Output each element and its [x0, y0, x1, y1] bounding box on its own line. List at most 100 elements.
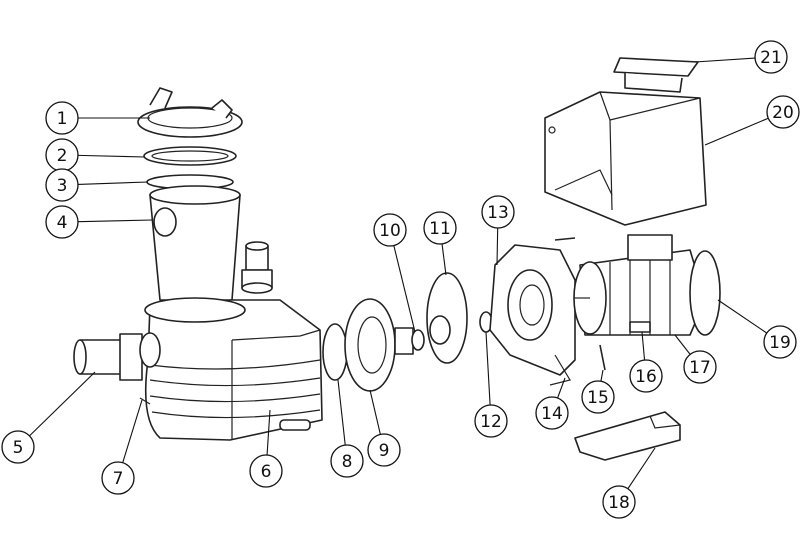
part-cover-plate: [613, 57, 699, 93]
callout-circle: [330, 444, 364, 478]
callout-circle: [101, 461, 135, 495]
callout-9: 9: [367, 433, 401, 467]
leader-line-21: [694, 57, 756, 63]
part-impeller: [426, 272, 468, 364]
leader-line-16: [641, 331, 646, 361]
callout-1: 1: [45, 101, 79, 135]
callout-circle: [629, 359, 663, 393]
leader-line-8: [337, 379, 346, 446]
callout-circle: [474, 404, 508, 438]
callout-circle: [367, 433, 401, 467]
callout-circle: [1, 430, 35, 464]
leader-line-10: [393, 245, 416, 333]
part-motor: [573, 234, 706, 336]
callout-10: 10: [373, 213, 407, 247]
part-drain-screw: [139, 397, 151, 405]
callout-18: 18: [602, 485, 636, 519]
callout-13: 13: [481, 195, 515, 229]
callout-number: 6: [261, 462, 272, 482]
callout-number: 9: [379, 441, 390, 461]
callout-21: 21: [754, 40, 788, 74]
leader-line-7: [122, 399, 143, 463]
part-union-fitting: [73, 332, 161, 381]
callout-17: 17: [683, 350, 717, 384]
callout-circle: [423, 211, 457, 245]
leader-line-17: [674, 334, 691, 355]
callout-circle: [45, 168, 79, 202]
part-diffuser: [322, 298, 414, 392]
callout-number: 7: [113, 469, 124, 489]
leader-line-4: [77, 219, 153, 223]
part-pump-housing: [144, 297, 323, 441]
callout-number: 19: [769, 333, 791, 353]
part-strainer-basket: [149, 185, 241, 301]
callout-circle: [763, 325, 797, 359]
callout-3: 3: [45, 168, 79, 202]
leader-line-15: [600, 369, 604, 382]
callout-number: 15: [587, 388, 609, 408]
callout-circle: [602, 485, 636, 519]
callout-number: 17: [689, 358, 711, 378]
part-seal-plate: [489, 244, 576, 386]
leader-line-9: [369, 389, 381, 435]
callout-number: 11: [429, 219, 451, 239]
callout-number: 18: [608, 493, 630, 513]
callout-5: 5: [1, 430, 35, 464]
callout-number: 8: [342, 452, 353, 472]
part-drain-plug-top: [241, 241, 273, 294]
callout-2: 2: [45, 138, 79, 172]
part-mechanical-seal: [411, 329, 425, 351]
part-o-ring-large: [143, 146, 237, 166]
part-bolt: [599, 344, 606, 371]
callout-circle: [45, 205, 79, 239]
leader-line-5: [29, 371, 96, 437]
leader-line-18: [627, 447, 656, 489]
leader-line-13: [496, 227, 499, 266]
callout-14: 14: [535, 396, 569, 430]
callout-number: 10: [379, 221, 401, 241]
callout-16: 16: [629, 359, 663, 393]
callout-circle: [481, 195, 515, 229]
callout-number: 2: [57, 146, 68, 166]
callout-circle: [766, 95, 800, 129]
callout-7: 7: [101, 461, 135, 495]
callout-12: 12: [474, 404, 508, 438]
callout-circle: [683, 350, 717, 384]
callout-4: 4: [45, 205, 79, 239]
callout-number: 13: [487, 203, 509, 223]
leader-line-20: [704, 117, 769, 146]
part-motor-end-cap: [689, 250, 721, 336]
callout-8: 8: [330, 444, 364, 478]
leader-line-14: [557, 377, 566, 399]
callout-number: 3: [57, 176, 68, 196]
callout-circle: [249, 454, 283, 488]
callout-circle: [373, 213, 407, 247]
callout-number: 5: [13, 438, 24, 458]
callout-20: 20: [766, 95, 800, 129]
callout-19: 19: [763, 325, 797, 359]
callout-number: 20: [772, 103, 794, 123]
callout-circle: [581, 380, 615, 414]
callout-11: 11: [423, 211, 457, 245]
callout-circle: [45, 101, 79, 135]
part-lid: [137, 87, 243, 138]
leader-line-11: [441, 243, 447, 276]
callout-15: 15: [581, 380, 615, 414]
leader-line-19: [717, 299, 768, 334]
leader-line-12: [485, 331, 491, 406]
callout-circle: [535, 396, 569, 430]
callout-number: 21: [760, 48, 782, 68]
part-bolt-top: [554, 237, 576, 241]
part-mounting-bracket: [574, 411, 681, 461]
leader-line-2: [77, 154, 146, 158]
callout-number: 14: [541, 404, 563, 424]
leader-line-3: [77, 181, 149, 185]
part-motor-cover: [544, 91, 707, 226]
callout-6: 6: [249, 454, 283, 488]
callout-number: 16: [635, 367, 657, 387]
leader-line-6: [266, 409, 271, 456]
callout-number: 1: [57, 109, 68, 129]
callout-number: 12: [480, 412, 502, 432]
